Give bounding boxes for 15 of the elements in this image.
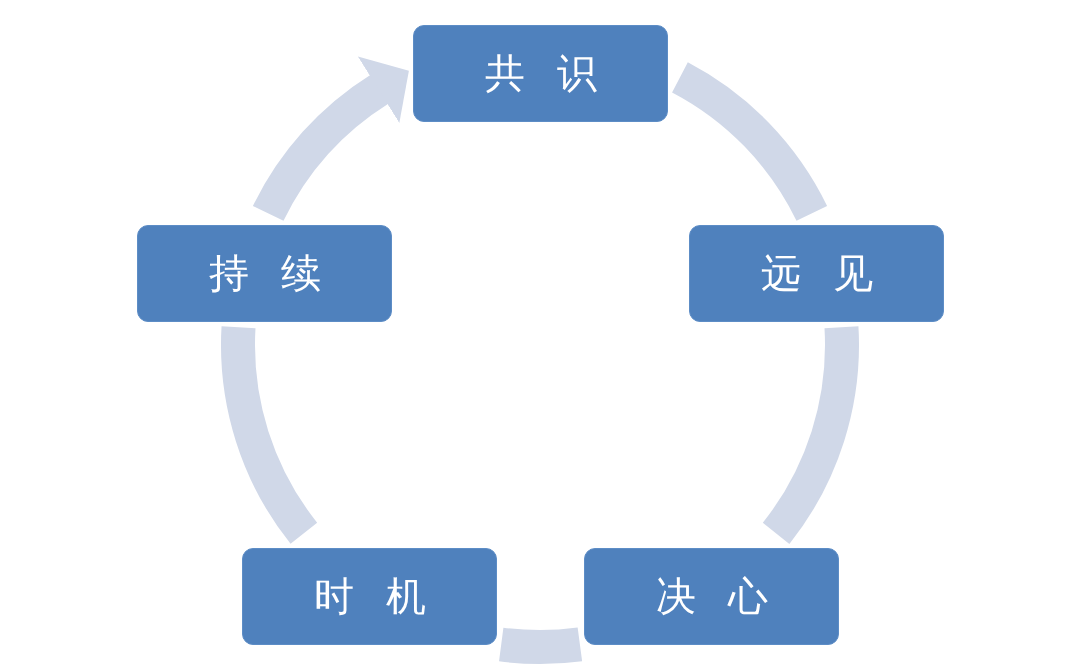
process-box [413, 25, 668, 122]
node-label: 时 机 [313, 572, 426, 621]
node-label: 共 识 [484, 49, 597, 98]
curved-arrow [253, 57, 408, 222]
curved-connector [499, 627, 582, 664]
curved-connector [221, 327, 318, 544]
node-label: 决 心 [655, 572, 768, 621]
process-box [242, 548, 497, 645]
curved-connector [671, 62, 827, 222]
process-box [137, 225, 392, 322]
node-label: 远 见 [760, 249, 873, 298]
node-label: 持 续 [208, 249, 321, 298]
process-box [584, 548, 839, 645]
process-box [689, 225, 944, 322]
curved-connector [762, 327, 859, 544]
